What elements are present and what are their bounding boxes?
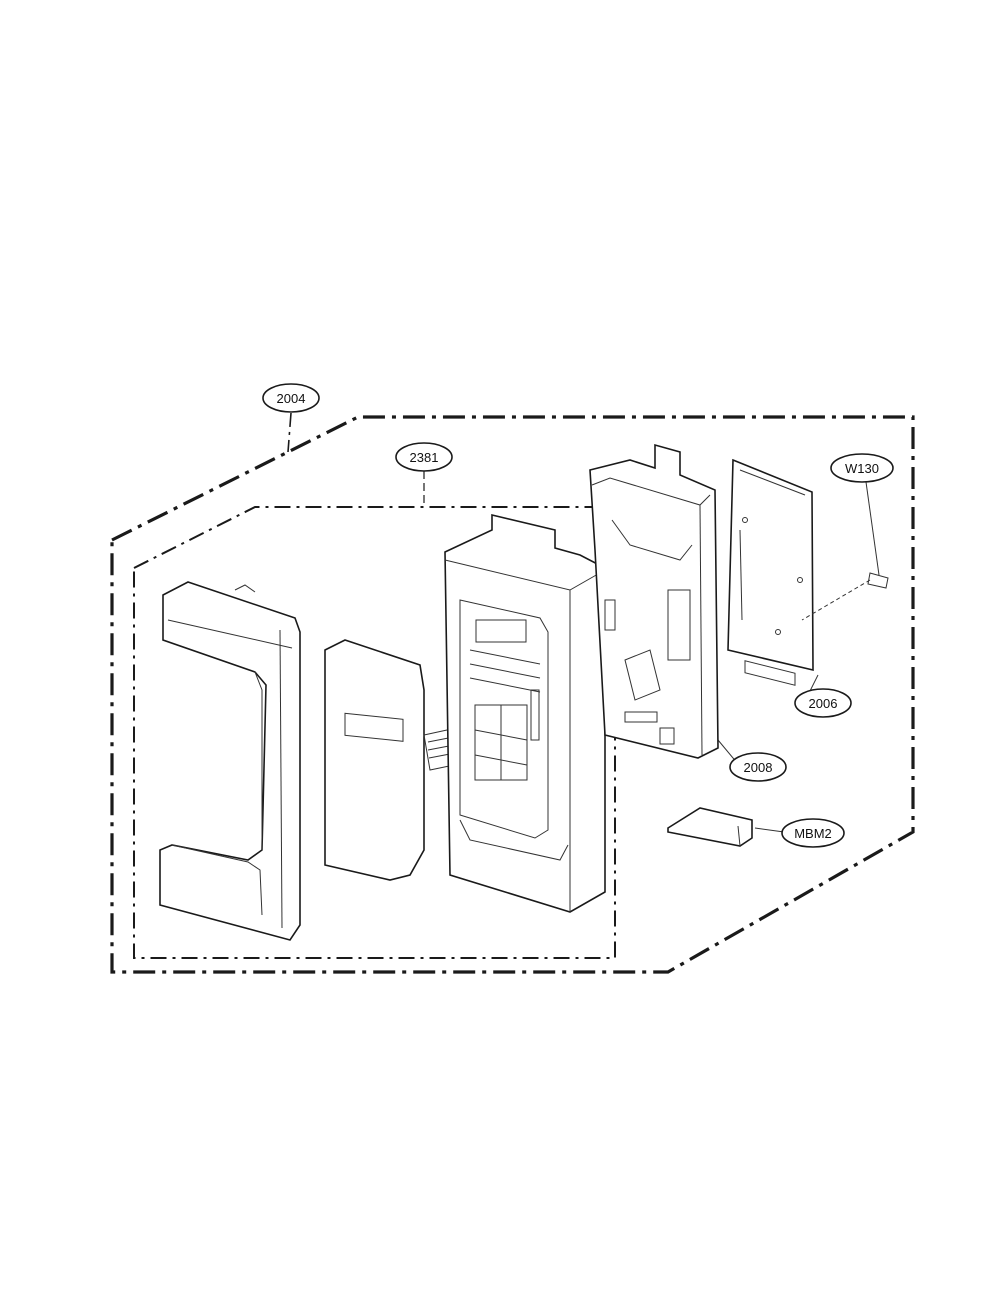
- callout-label: 2381: [410, 450, 439, 465]
- leader-MBM2: [754, 827, 785, 833]
- callout-W130: W130: [830, 453, 894, 483]
- leader-2004: [287, 412, 292, 453]
- callout-2004: 2004: [262, 383, 320, 413]
- callout-label: MBM2: [794, 826, 832, 841]
- callout-MBM2: MBM2: [781, 818, 845, 848]
- circuit-board-part-2006: [727, 458, 814, 686]
- bracket-part-MBM2: [667, 807, 753, 847]
- assembly-boundary-2004: [110, 415, 915, 974]
- callout-2008: 2008: [729, 752, 787, 782]
- handle-cover-part: [159, 581, 301, 941]
- callout-label: 2008: [744, 760, 773, 775]
- back-housing-part-2008: [589, 443, 719, 759]
- panel-sheet-part: [324, 639, 425, 881]
- callout-2006: 2006: [794, 688, 852, 718]
- screw-part-W130: [801, 572, 889, 621]
- leader-W130: [865, 481, 880, 576]
- callout-label: 2006: [809, 696, 838, 711]
- control-panel-frame: [444, 513, 606, 913]
- callout-label: 2004: [277, 391, 306, 406]
- callout-2381: 2381: [395, 442, 453, 472]
- callout-label: W130: [845, 461, 879, 476]
